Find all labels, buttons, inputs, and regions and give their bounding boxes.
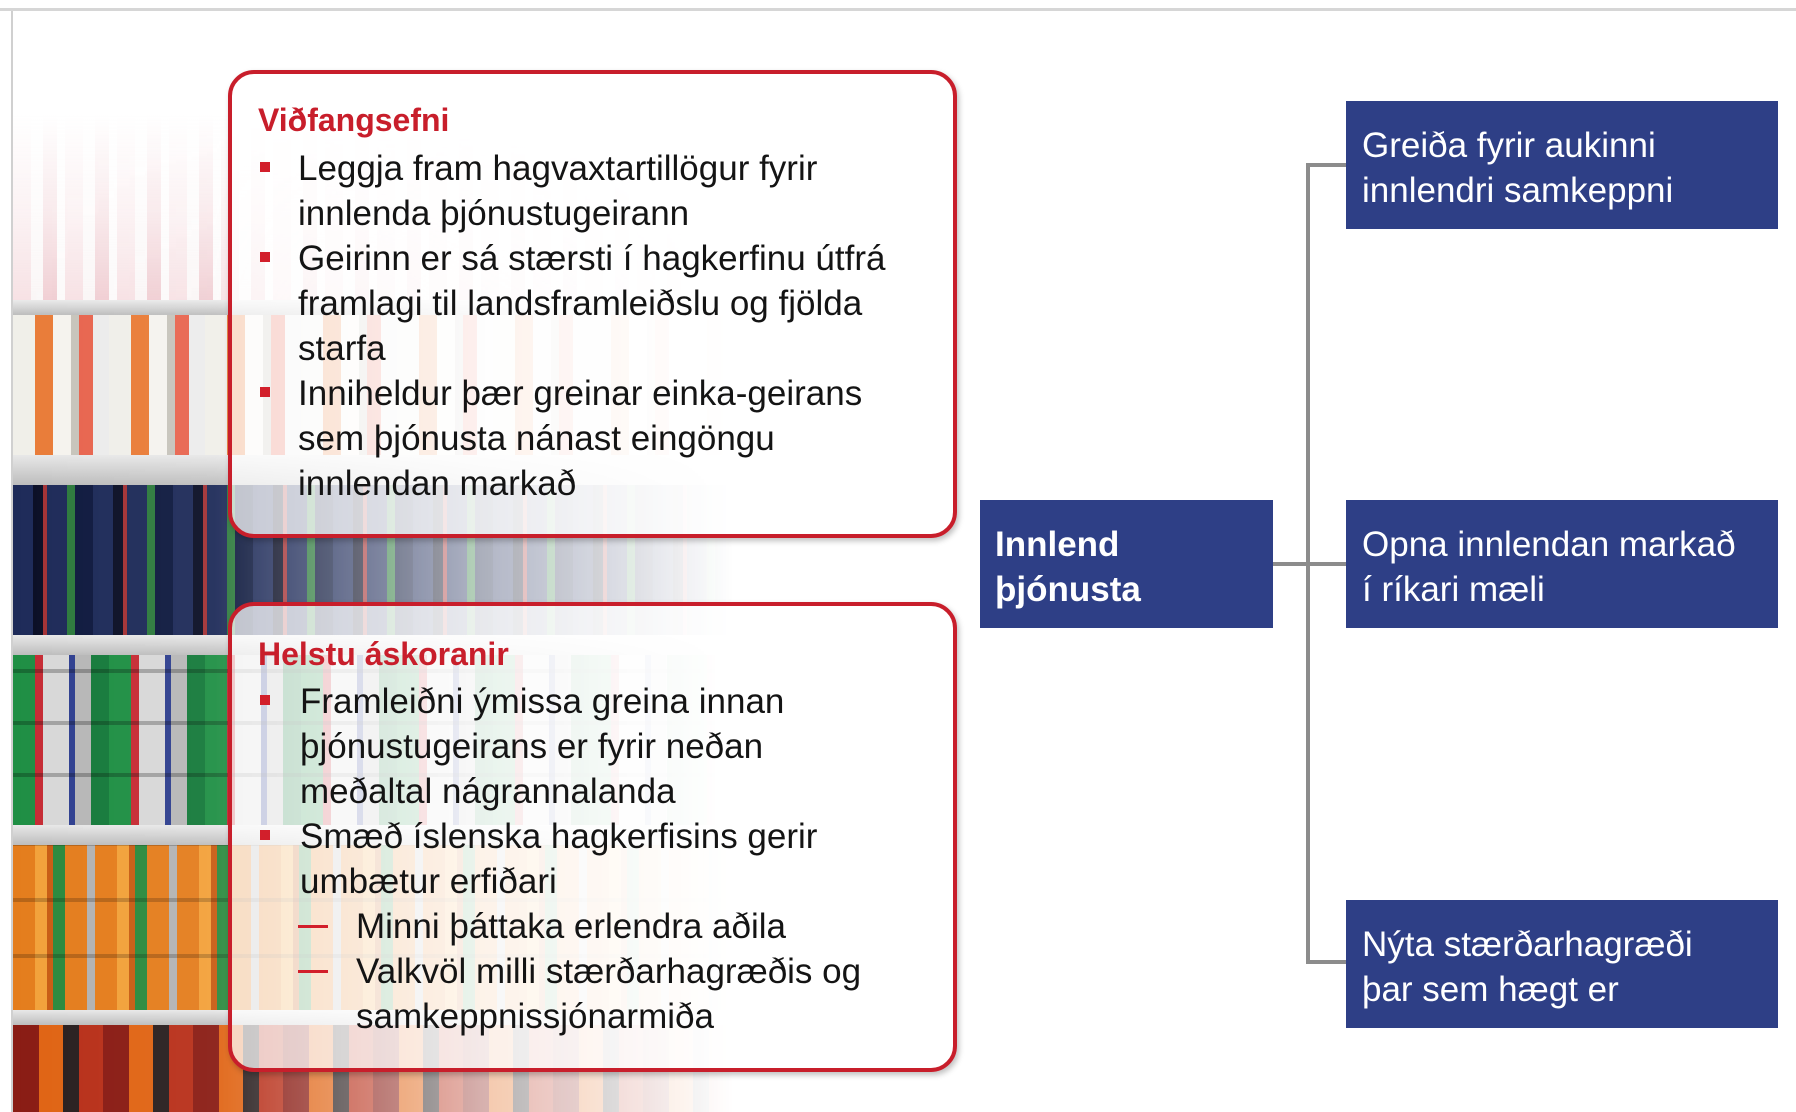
bullet-line: Geirinn er sá stærsti í hagkerfinu útfrá	[298, 239, 886, 278]
challenges-list: Framleiðni ýmissa greina innan þjónustug…	[258, 679, 933, 1039]
left-divider	[11, 11, 13, 1112]
list-item: Leggja fram hagvaxtartillögur fyrir innl…	[258, 146, 933, 236]
bullet-square-icon	[260, 695, 270, 705]
dash-icon	[298, 925, 328, 928]
child-node-line: í ríkari mæli	[1362, 570, 1545, 609]
bullet-line: Leggja fram hagvaxtartillögur fyrir	[298, 149, 818, 188]
topics-box: Viðfangsefni Leggja fram hagvaxtartillög…	[228, 70, 957, 538]
child-node-line: Opna innlendan markað	[1362, 525, 1736, 564]
connector-line	[1306, 163, 1346, 167]
sub-item-line: Valkvöl milli stærðarhagræðis og	[356, 952, 862, 991]
child-node-line: þar sem hægt er	[1362, 970, 1619, 1009]
connector-line	[1306, 562, 1346, 566]
list-item: Smæð íslenska hagkerfisins gerir umbætur…	[258, 814, 933, 904]
challenges-box: Helstu áskoranir Framleiðni ýmissa grein…	[228, 602, 957, 1072]
child-node-line: innlendri samkeppni	[1362, 171, 1674, 210]
child-node: Greiða fyrir aukinni innlendri samkeppni	[1346, 101, 1778, 229]
child-node: Opna innlendan markað í ríkari mæli	[1346, 500, 1778, 628]
sub-item-line: Minni þáttaka erlendra aðila	[356, 907, 786, 946]
bullet-line: framlagi til landsframleiðslu og fjölda	[298, 284, 863, 323]
bullet-line: þjónustugeirans er fyrir neðan	[300, 727, 764, 766]
root-node-line: Innlend	[995, 525, 1120, 564]
challenges-heading: Helstu áskoranir	[258, 636, 509, 672]
root-node-line: þjónusta	[995, 570, 1141, 609]
connector-line	[1306, 960, 1346, 964]
list-item: Geirinn er sá stærsti í hagkerfinu útfrá…	[258, 236, 933, 371]
connector-line	[1273, 562, 1307, 566]
bullet-square-icon	[260, 830, 270, 840]
root-node: Innlend þjónusta	[980, 500, 1273, 628]
topics-list: Leggja fram hagvaxtartillögur fyrir innl…	[258, 146, 933, 506]
list-item: Inniheldur þær greinar einka-geirans sem…	[258, 371, 933, 506]
bullet-line: sem þjónusta nánast eingöngu	[298, 419, 775, 458]
bullet-square-icon	[260, 387, 270, 397]
bullet-line: innlenda þjónustugeirann	[298, 194, 690, 233]
sub-list-item: Valkvöl milli stærðarhagræðis og samkepp…	[258, 949, 933, 1039]
dash-icon	[298, 970, 328, 973]
sub-item-line: samkeppnissjónarmiða	[356, 997, 714, 1036]
bullet-square-icon	[260, 252, 270, 262]
list-item: Framleiðni ýmissa greina innan þjónustug…	[258, 679, 933, 814]
child-node-line: Greiða fyrir aukinni	[1362, 126, 1656, 165]
bullet-square-icon	[260, 162, 270, 172]
bullet-line: umbætur erfiðari	[300, 862, 557, 901]
topics-heading: Viðfangsefni	[258, 102, 450, 138]
bullet-line: innlendan markað	[298, 464, 577, 503]
bullet-line: Framleiðni ýmissa greina innan	[300, 682, 785, 721]
bullet-line: starfa	[298, 329, 386, 368]
bullet-line: meðaltal nágrannalanda	[300, 772, 676, 811]
bullet-line: Smæð íslenska hagkerfisins gerir	[300, 817, 818, 856]
sub-list-item: Minni þáttaka erlendra aðila	[258, 904, 933, 949]
top-divider	[0, 8, 1796, 11]
child-node: Nýta stærðarhagræði þar sem hægt er	[1346, 900, 1778, 1028]
child-node-line: Nýta stærðarhagræði	[1362, 925, 1693, 964]
bullet-line: Inniheldur þær greinar einka-geirans	[298, 374, 863, 413]
